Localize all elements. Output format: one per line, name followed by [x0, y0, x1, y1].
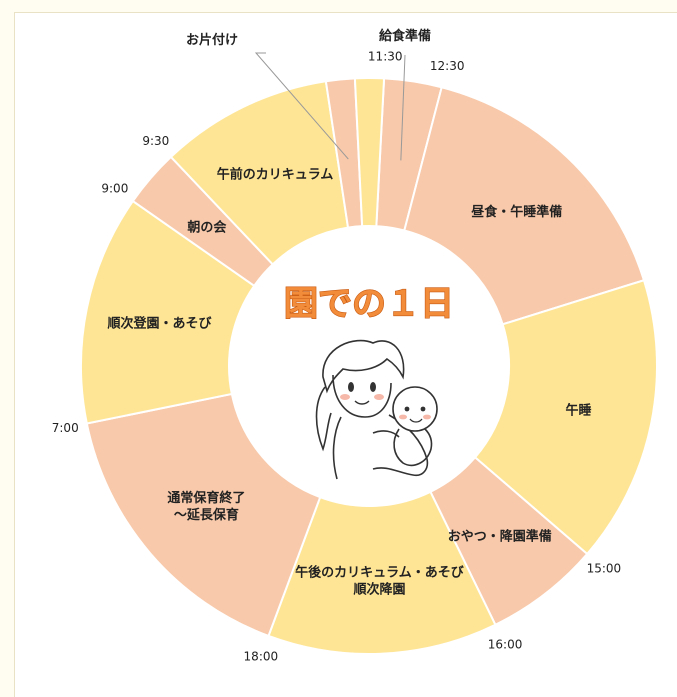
callout-leader-line [400, 54, 406, 161]
segment-label: 朝の会 [187, 219, 227, 235]
time-label: 7:00 [52, 421, 79, 435]
time-label: 9:30 [142, 134, 169, 148]
segment-label: 午後のカリキュラム・あそび順次降園 [295, 565, 465, 598]
time-label: 16:00 [488, 638, 523, 652]
donut-segment [85, 392, 322, 638]
chart-panel: 給食準備昼食・午睡準備午睡おやつ・降園準備午後のカリキュラム・あそび順次降園 通常… [14, 12, 677, 697]
time-label: 15:00 [587, 561, 622, 575]
time-label: 18:00 [244, 650, 279, 664]
callout-leader-lines [254, 52, 406, 161]
donut-segment [473, 278, 658, 556]
time-label: 9:00 [101, 181, 128, 195]
segment-label: おやつ・降園準備 [448, 528, 552, 544]
segment-label: 順次登園・あそび [107, 316, 212, 332]
time-labels: 11:30 12:30 15:00 16:00 18:00 7:00 9:00 9:30 [52, 49, 621, 663]
donut-segment [353, 77, 386, 228]
time-label: 12:30 [430, 59, 465, 73]
donut-segment [403, 86, 646, 326]
chart-title: 園での１日 [284, 284, 454, 324]
donut-segment [267, 490, 497, 655]
segment-label: 昼食・午睡準備 [471, 204, 562, 220]
segment-label: 午睡 [566, 402, 592, 418]
callout-label: 給食準備 [379, 28, 431, 44]
segment-label: 通常保育終了～延長保育 [167, 490, 245, 523]
callout-label: お片付け [186, 32, 238, 48]
mother-holding-baby-icon [303, 329, 449, 481]
time-label: 11:30 [368, 49, 403, 63]
donut-segments [80, 77, 658, 655]
segment-label: 午前のカリキュラム [217, 167, 334, 183]
callout-leader-line [254, 52, 349, 160]
